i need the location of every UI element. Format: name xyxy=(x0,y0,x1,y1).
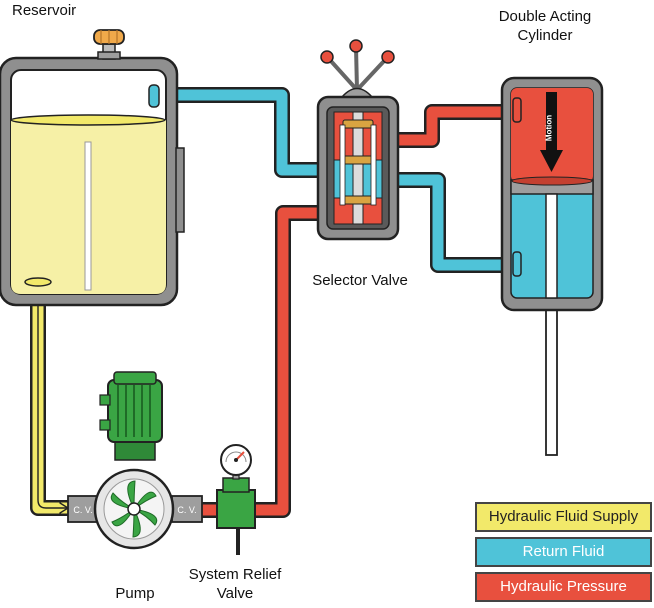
return-pipe-cylinder xyxy=(387,172,523,273)
check-valve-left-label: C. V. xyxy=(73,505,92,515)
return-pipe-reservoir xyxy=(142,87,333,178)
relief-valve-label-line2: Valve xyxy=(216,585,254,602)
relief-valve xyxy=(216,469,256,555)
legend-hydraulic-pressure: Hydraulic Pressure xyxy=(475,572,652,602)
cylinder-label-line2: Cylinder xyxy=(517,27,573,44)
pump-label: Pump xyxy=(115,585,155,602)
legend-return-fluid: Return Fluid xyxy=(475,537,652,567)
check-valve-left: C. V. xyxy=(67,495,99,523)
check-valve-right-label: C. V. xyxy=(177,505,196,515)
motion-arrow-icon: Motion xyxy=(540,92,563,172)
legend-hydraulic-fluid-supply: Hydraulic Fluid Supply xyxy=(475,502,652,532)
pressure-gauge-icon xyxy=(220,444,252,476)
pressure-pipe-main xyxy=(192,205,333,518)
check-valve-right: C. V. xyxy=(171,495,203,523)
selector-valve-label: Selector Valve xyxy=(312,272,408,289)
motor-icon xyxy=(99,371,163,461)
pump-impeller-icon xyxy=(93,468,175,550)
pressure-pipe-cylinder xyxy=(387,104,523,148)
reservoir-cap xyxy=(93,29,125,60)
cylinder-label-line1: Double Acting xyxy=(498,8,592,25)
relief-valve-label-line1: System Relief xyxy=(188,566,282,583)
motion-label: Motion xyxy=(545,115,554,141)
reservoir-label: Reservoir xyxy=(12,2,77,19)
selector-valve xyxy=(316,95,400,241)
reservoir-tank xyxy=(0,56,185,307)
valve-handle-icon xyxy=(320,39,395,98)
supply-pipe xyxy=(30,292,78,516)
